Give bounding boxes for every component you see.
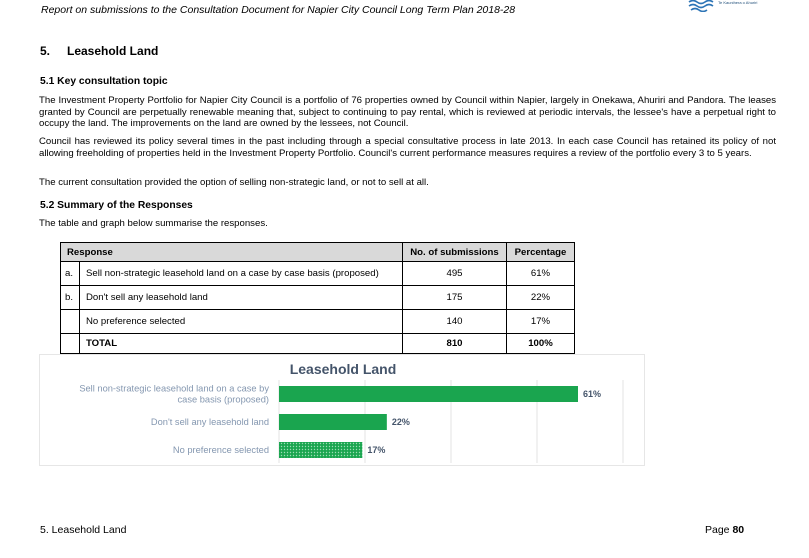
category-label: case basis (proposed) bbox=[178, 395, 269, 405]
footer-page: Page 80 bbox=[705, 524, 744, 536]
row-percentage: 22% bbox=[506, 285, 575, 310]
row-letter-empty bbox=[60, 333, 80, 354]
paragraph-portfolio: The Investment Property Portfolio for Na… bbox=[39, 95, 776, 129]
row-percentage: 61% bbox=[506, 261, 575, 286]
bar-value-label: 61% bbox=[583, 389, 601, 399]
table-row: a. Sell non-strategic leasehold land on … bbox=[60, 261, 575, 286]
row-count: 495 bbox=[402, 261, 507, 286]
page-label: Page bbox=[705, 524, 733, 536]
footer-section: 5. Leasehold Land bbox=[40, 524, 127, 536]
row-response: Don't sell any leasehold land bbox=[79, 285, 403, 310]
section-title-text: Leasehold Land bbox=[67, 44, 159, 58]
running-header: Report on submissions to the Consultatio… bbox=[41, 4, 516, 16]
category-label: Sell non-strategic leasehold land on a c… bbox=[79, 384, 269, 394]
row-letter: a. bbox=[60, 261, 80, 286]
logo-text: Te Kaunihera o Ahuriri bbox=[718, 0, 758, 5]
category-label: No preference selected bbox=[173, 445, 269, 455]
bar-value-label: 22% bbox=[392, 417, 410, 427]
row-percentage: 17% bbox=[506, 309, 575, 334]
subheading-key-topic: 5.1 Key consultation topic bbox=[40, 76, 168, 87]
chart-bar bbox=[279, 442, 363, 458]
paragraph-consultation: The current consultation provided the op… bbox=[39, 177, 429, 188]
subheading-summary: 5.2 Summary of the Responses bbox=[40, 200, 193, 211]
section-number: 5. bbox=[40, 44, 51, 58]
category-label: Don't sell any leasehold land bbox=[151, 417, 269, 427]
wave-logo-icon bbox=[688, 0, 714, 12]
section-title: 5. Leasehold Land bbox=[40, 44, 158, 58]
row-count: 140 bbox=[402, 309, 507, 334]
council-logo: Te Kaunihera o Ahuriri bbox=[688, 0, 758, 12]
table-total-row: TOTAL 810 100% bbox=[60, 333, 575, 354]
table-row: No preference selected 140 17% bbox=[60, 309, 575, 334]
header-percentage: Percentage bbox=[506, 242, 575, 262]
paragraph-intro: The table and graph below summarise the … bbox=[39, 218, 268, 229]
leasehold-chart: Leasehold Land 61% Sell non-strategic lea… bbox=[39, 354, 645, 466]
total-label: TOTAL bbox=[79, 333, 403, 354]
total-count: 810 bbox=[402, 333, 507, 354]
table-header-row: Response No. of submissions Percentage bbox=[60, 242, 575, 262]
row-letter bbox=[60, 309, 80, 334]
header-response: Response bbox=[60, 242, 403, 262]
paragraph-policy: Council has reviewed its policy several … bbox=[39, 136, 776, 159]
row-count: 175 bbox=[402, 285, 507, 310]
page-number: 80 bbox=[732, 524, 745, 536]
chart-title: Leasehold Land bbox=[290, 361, 397, 377]
bar-value-label: 17% bbox=[367, 445, 385, 455]
table-row: b. Don't sell any leasehold land 175 22% bbox=[60, 285, 575, 310]
chart-bar bbox=[279, 414, 387, 430]
chart-svg: Leasehold Land 61% Sell non-strategic lea… bbox=[79, 361, 624, 463]
row-response: No preference selected bbox=[79, 309, 403, 334]
chart-bar bbox=[279, 386, 578, 402]
row-letter: b. bbox=[60, 285, 80, 310]
total-percentage: 100% bbox=[506, 333, 575, 354]
row-response: Sell non-strategic leasehold land on a c… bbox=[79, 261, 403, 286]
responses-table: Response No. of submissions Percentage a… bbox=[60, 242, 575, 354]
header-submissions: No. of submissions bbox=[402, 242, 507, 262]
